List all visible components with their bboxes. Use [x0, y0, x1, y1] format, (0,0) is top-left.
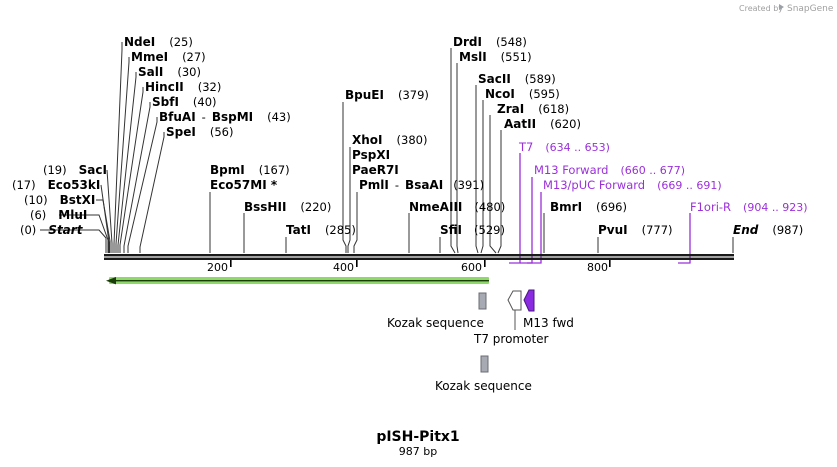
site-paer7i: PaeR7I	[352, 163, 399, 177]
feature-label-t7-promoter: T7 promoter	[473, 332, 549, 346]
snapgene-credit: Created by SnapGene	[739, 4, 834, 14]
site-pvui: PvuI(777)	[598, 223, 673, 237]
axis-tick-200	[230, 260, 232, 267]
site-pmli: PmlI-BsaAI(391)	[359, 178, 484, 192]
leader-eco53ki	[100, 184, 110, 253]
leader-aatii	[497, 130, 502, 254]
orf-arrow-head-icon	[106, 277, 116, 285]
site-end: End(987)	[733, 223, 803, 237]
site-sacii: SacII(589)	[478, 72, 556, 86]
feature-label-m13-fwd: M13 fwd	[523, 316, 574, 330]
primer-line-t7	[509, 153, 521, 264]
axis-label-400: 400	[333, 261, 354, 274]
leader-drdi	[450, 48, 456, 254]
credit-brand: SnapGene	[787, 4, 834, 14]
leader-sacii	[475, 85, 479, 254]
leader-bfuai	[127, 117, 158, 253]
kozak-sequence-block-1[interactable]	[478, 292, 487, 310]
site-mmei: MmeI(27)	[131, 50, 206, 64]
axis-tick-600	[484, 260, 486, 267]
primer-line-f1ori	[678, 213, 691, 264]
axis-tick-800	[609, 260, 611, 267]
site-bstxi: (10)BstXI	[24, 193, 95, 207]
kozak-sequence-block-2[interactable]	[480, 355, 489, 373]
axis-tick-400	[356, 260, 358, 267]
plasmid-name: pISH-Pitx1	[376, 429, 459, 445]
primer-t7: T7(634 .. 653)	[518, 140, 610, 154]
primer-line-m13	[520, 177, 533, 264]
site-tati: TatI(285)	[286, 223, 356, 237]
backbone: 200 400 600 800	[104, 254, 734, 274]
credit-label: Created by	[739, 4, 783, 13]
leader-pmli	[353, 192, 358, 253]
m13-fwd-arrow-icon[interactable]	[523, 289, 535, 312]
site-bfuai: BfuAI-BspMI(43)	[159, 110, 291, 124]
primer-m13-puc-forward: M13/pUC Forward(669 .. 691)	[543, 178, 722, 192]
primer-f1ori-r: F1ori-R(904 .. 923)	[690, 200, 808, 214]
leader-bstxi	[96, 199, 111, 253]
enzyme-leaders	[40, 42, 734, 254]
site-msli: MslI(551)	[459, 50, 532, 64]
plasmid-length: 987 bp	[399, 445, 437, 458]
leader-start	[40, 229, 107, 253]
site-mlui: (6)MluI	[30, 208, 87, 222]
leader-mlui	[59, 214, 109, 253]
site-hincii: HincII(32)	[145, 80, 221, 94]
leader-msli	[456, 63, 459, 254]
orf-arrow-line	[115, 280, 489, 282]
site-spei: SpeI(56)	[166, 125, 233, 139]
site-bpmi: BpmI(167)	[210, 163, 290, 177]
axis-label-600: 600	[461, 261, 482, 274]
site-bsshii: BssHII(220)	[244, 200, 331, 214]
enzyme-labels: NdeI(25) MmeI(27) SalI(30) HincII(32) Sb…	[12, 35, 803, 237]
leader-hincii	[119, 87, 144, 253]
site-eco57mi: Eco57MI *	[210, 178, 278, 192]
site-pspxi: PspXI	[352, 148, 390, 162]
leader-sbfi	[123, 102, 151, 253]
axis-label-200: 200	[207, 261, 228, 274]
leader-zrai	[489, 115, 497, 254]
site-bmri: BmrI(696)	[550, 200, 627, 214]
site-sali: SalI(30)	[138, 65, 201, 79]
site-sfii: SfiI(529)	[440, 223, 505, 237]
orf-arrow[interactable]	[106, 277, 489, 285]
feature-label-kozak-1: Kozak sequence	[387, 316, 484, 330]
backbone-bottom-strand	[104, 257, 734, 260]
site-eco53ki: (17)Eco53kI	[12, 178, 100, 192]
leader-ncoi	[480, 100, 484, 254]
leader-xhoi	[347, 147, 351, 253]
backbone-top-strand	[104, 254, 734, 257]
site-ncoi: NcoI(595)	[485, 87, 560, 101]
site-saci: (19)SacI	[43, 163, 107, 177]
site-drdi: DrdI(548)	[453, 35, 527, 49]
leader-ndei	[113, 42, 123, 253]
snapgene-logo-icon	[779, 4, 784, 10]
site-start: (0)Start	[20, 223, 84, 237]
site-zrai: ZraI(618)	[497, 102, 569, 116]
t7-promoter-arrow-icon[interactable]	[507, 290, 522, 311]
site-bpuei: BpuEI(379)	[345, 88, 429, 102]
site-nmeaiii: NmeAIII(480)	[409, 200, 505, 214]
axis-label-800: 800	[587, 261, 608, 274]
features: Kozak sequence Kozak sequence T7 promote…	[387, 289, 574, 393]
leader-bpuei	[342, 102, 347, 253]
leader-mmei	[115, 57, 130, 253]
leader-sali	[117, 72, 137, 253]
site-ndei: NdeI(25)	[124, 35, 193, 49]
map-title: pISH-Pitx1 987 bp	[376, 429, 459, 458]
primer-labels: T7(634 .. 653) M13 Forward(660 .. 677) M…	[518, 140, 808, 214]
leader-spei	[139, 132, 165, 253]
leader-saci	[106, 169, 113, 253]
site-xhoi: XhoI(380)	[352, 133, 427, 147]
feature-label-kozak-2: Kozak sequence	[435, 379, 532, 393]
site-sbfi: SbfI(40)	[152, 95, 217, 109]
primer-line-m13puc	[527, 192, 542, 264]
primer-leaders	[509, 153, 691, 264]
site-aatii: AatII(620)	[504, 117, 581, 131]
primer-m13-forward: M13 Forward(660 .. 677)	[534, 163, 685, 177]
